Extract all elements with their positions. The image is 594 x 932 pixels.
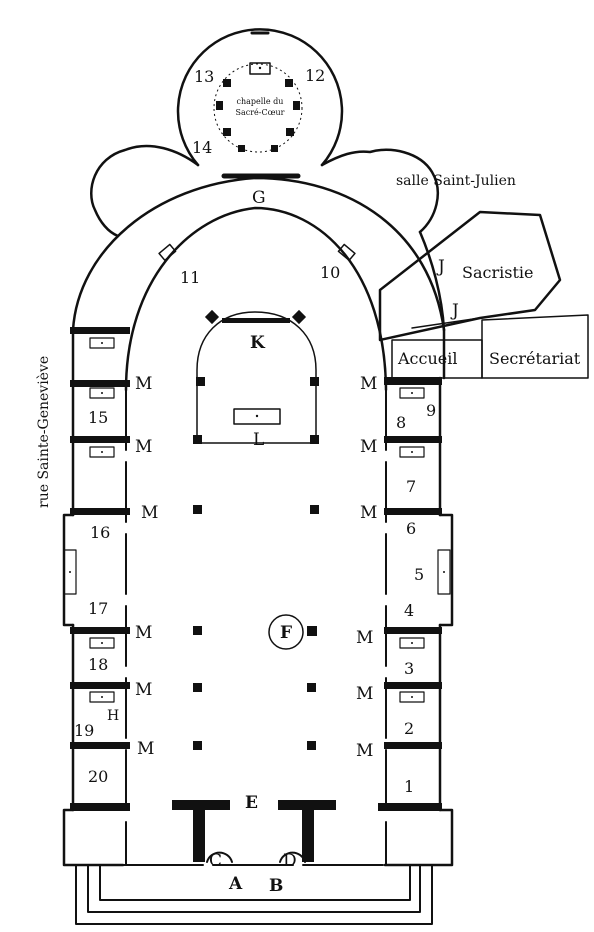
choir-enclosure [196, 311, 317, 441]
chapel-number-17: 17 [88, 599, 108, 618]
letter-M: M [360, 503, 377, 523]
chapel-pillar [223, 79, 231, 87]
letter-H: H [107, 708, 119, 724]
chapel-number-2: 2 [404, 719, 414, 738]
secretariat-room [481, 314, 589, 379]
inner-ambulatory-wall [124, 206, 388, 392]
chapel-number-10: 10 [320, 263, 340, 282]
label-chapel-2: Sacré-Cœur [236, 108, 285, 117]
letter-E: E [245, 793, 258, 813]
letter-M: M [135, 374, 152, 394]
letter-F: F [280, 623, 292, 643]
chapel-number-4: 4 [404, 601, 414, 620]
letter-K: K [250, 333, 266, 353]
right-lobe-wall [320, 148, 440, 234]
chapel-number-19: 19 [74, 721, 94, 740]
ambulatory-east-arc [418, 230, 446, 332]
letter-M: M [360, 374, 377, 394]
chapel-altar [249, 62, 271, 75]
chapel-number-14: 14 [192, 138, 212, 157]
chapel-number-18: 18 [88, 655, 108, 674]
letter-L: L [253, 430, 264, 450]
chapel-number-5: 5 [414, 565, 424, 584]
label-accueil: Accueil [397, 349, 457, 368]
chapel-number-6: 6 [406, 519, 416, 538]
label-salle: salle Saint-Julien [396, 173, 516, 189]
letter-M: M [137, 739, 154, 759]
porch-lines [75, 864, 433, 925]
sacristie-room [378, 210, 562, 342]
chapel-number-8: 8 [396, 413, 406, 432]
letter-M: M [356, 628, 373, 648]
letter-M: M [135, 680, 152, 700]
letter-C: C [209, 851, 222, 871]
label-sacristie: Sacristie [462, 263, 533, 282]
apse-chapel-wall [176, 28, 344, 167]
chapel-number-20: 20 [88, 767, 108, 786]
chapel-number-11: 11 [180, 268, 200, 287]
choir-screen-K [222, 318, 290, 323]
chapel-number-16: 16 [90, 523, 110, 542]
label-street: rue Sainte-Geneviève [36, 356, 52, 508]
confessional-C [206, 851, 233, 863]
letter-M: M [141, 503, 158, 523]
letter-A: A [228, 874, 243, 894]
letter-B: B [269, 876, 283, 896]
chapel-number-15: 15 [88, 408, 108, 427]
letter-J-top: J [436, 257, 445, 277]
letter-G: G [252, 188, 266, 208]
main-altar [233, 408, 281, 425]
right-chapel-projection [438, 513, 454, 627]
chapel-number-7: 7 [406, 477, 416, 496]
label-chapel-1: chapelle du [237, 97, 284, 106]
left-chapel-projection [62, 513, 75, 627]
letter-M: M [135, 437, 152, 457]
letter-M: M [360, 437, 377, 457]
chapel-number-12: 12 [305, 66, 325, 85]
font-F [268, 614, 304, 650]
chapel-number-1: 1 [404, 777, 414, 796]
chapel-number-9: 9 [426, 401, 436, 420]
left-lobe-wall [90, 144, 200, 238]
letter-M: M [356, 741, 373, 761]
letter-M: M [135, 623, 152, 643]
chapel-number-3: 3 [404, 659, 414, 678]
label-secretariat: Secrétariat [489, 349, 581, 368]
letter-J-bottom: J [450, 301, 459, 321]
letter-M: M [356, 684, 373, 704]
chapel-number-13: 13 [194, 67, 214, 86]
letter-D: D [283, 851, 297, 871]
